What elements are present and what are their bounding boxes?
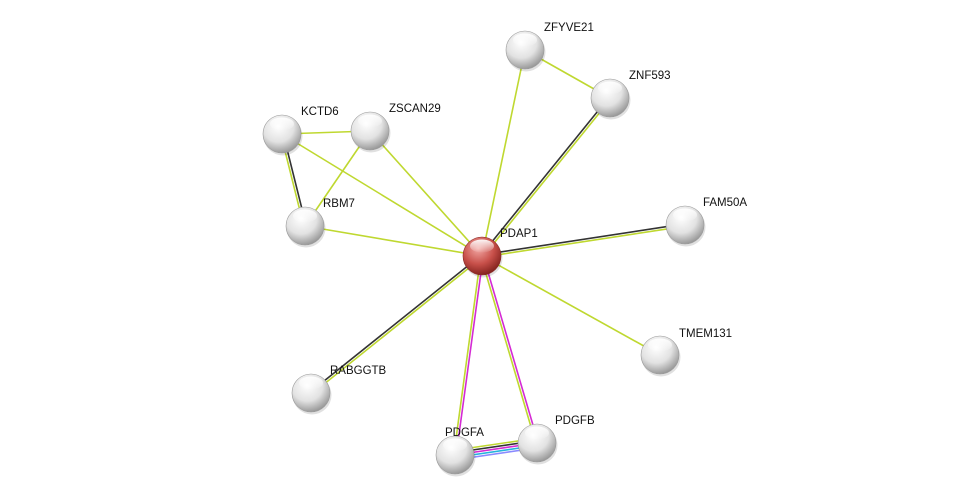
edge-line-textmining: [481, 255, 661, 356]
node-rbm7[interactable]: RBM7: [285, 198, 355, 248]
edge-line-textmining: [482, 225, 686, 258]
node-pdgfa[interactable]: PDGFA: [435, 427, 484, 477]
node-zscan29[interactable]: ZSCAN29: [350, 103, 441, 153]
node-fam50a[interactable]: FAM50A: [665, 197, 747, 247]
node-label: KCTD6: [301, 106, 339, 118]
node-rabggtb[interactable]: RABGGTB: [291, 365, 387, 415]
node-pdgfb[interactable]: PDGFB: [517, 415, 595, 465]
node-label: RABGGTB: [330, 365, 387, 377]
edge-line-textmining: [281, 133, 483, 257]
node-label: PDGFB: [555, 415, 595, 427]
node-kctd6[interactable]: KCTD6: [262, 106, 339, 156]
sphere-highlight: [525, 426, 549, 440]
edge-line-textmining: [481, 49, 526, 257]
node-label: PDGFA: [445, 427, 484, 439]
sphere-highlight: [270, 117, 294, 131]
node-label: ZNF593: [629, 70, 671, 82]
edge-pdap1-fam50a[interactable]: [481, 223, 686, 258]
node-label: PDAP1: [500, 228, 538, 240]
edge-pdap1-zfyve21[interactable]: [481, 49, 526, 257]
edge-pdap1-kctd6[interactable]: [281, 133, 483, 257]
sphere-highlight: [598, 81, 622, 95]
node-tmem131[interactable]: TMEM131: [640, 328, 732, 377]
node-label: RBM7: [323, 198, 355, 210]
node-label: TMEM131: [679, 328, 732, 340]
node-pdap1[interactable]: PDAP1: [462, 228, 538, 278]
edge-line-experiments: [455, 256, 484, 456]
sphere-highlight: [358, 114, 382, 128]
edge-line-experiments: [482, 255, 539, 443]
edge-line-coexpression: [309, 254, 482, 393]
node-label: ZSCAN29: [389, 103, 441, 115]
node-label: ZFYVE21: [544, 22, 594, 34]
sphere-highlight: [299, 376, 323, 390]
edge-line-textmining: [311, 256, 484, 395]
sphere-highlight: [470, 239, 494, 253]
sphere-highlight: [673, 208, 697, 222]
node-znf593[interactable]: ZNF593: [590, 70, 671, 120]
edge-pdap1-rabggtb[interactable]: [309, 254, 484, 395]
node-zfyve21[interactable]: ZFYVE21: [505, 22, 594, 72]
sphere-highlight: [513, 33, 537, 47]
edge-line-textmining: [482, 98, 612, 258]
edge-line-textmining: [480, 256, 537, 444]
sphere-highlight: [648, 338, 672, 352]
edge-pdap1-pdgfa[interactable]: [453, 255, 484, 456]
edge-pdap1-tmem131[interactable]: [481, 255, 661, 356]
sphere-highlight: [293, 209, 317, 223]
edge-pdap1-rbm7[interactable]: [304, 225, 483, 257]
edge-line-coexpression: [481, 223, 685, 256]
edge-line-coexpression: [480, 96, 610, 256]
edge-pdap1-znf593[interactable]: [480, 96, 612, 258]
node-label: FAM50A: [703, 197, 747, 209]
edge-line-textmining: [304, 225, 483, 257]
edge-line-textmining: [369, 130, 483, 257]
edge-pdap1-zscan29[interactable]: [369, 130, 483, 257]
edge-pdap1-pdgfb[interactable]: [480, 255, 539, 444]
edge-line-textmining: [453, 255, 482, 455]
sphere-highlight: [443, 438, 467, 452]
